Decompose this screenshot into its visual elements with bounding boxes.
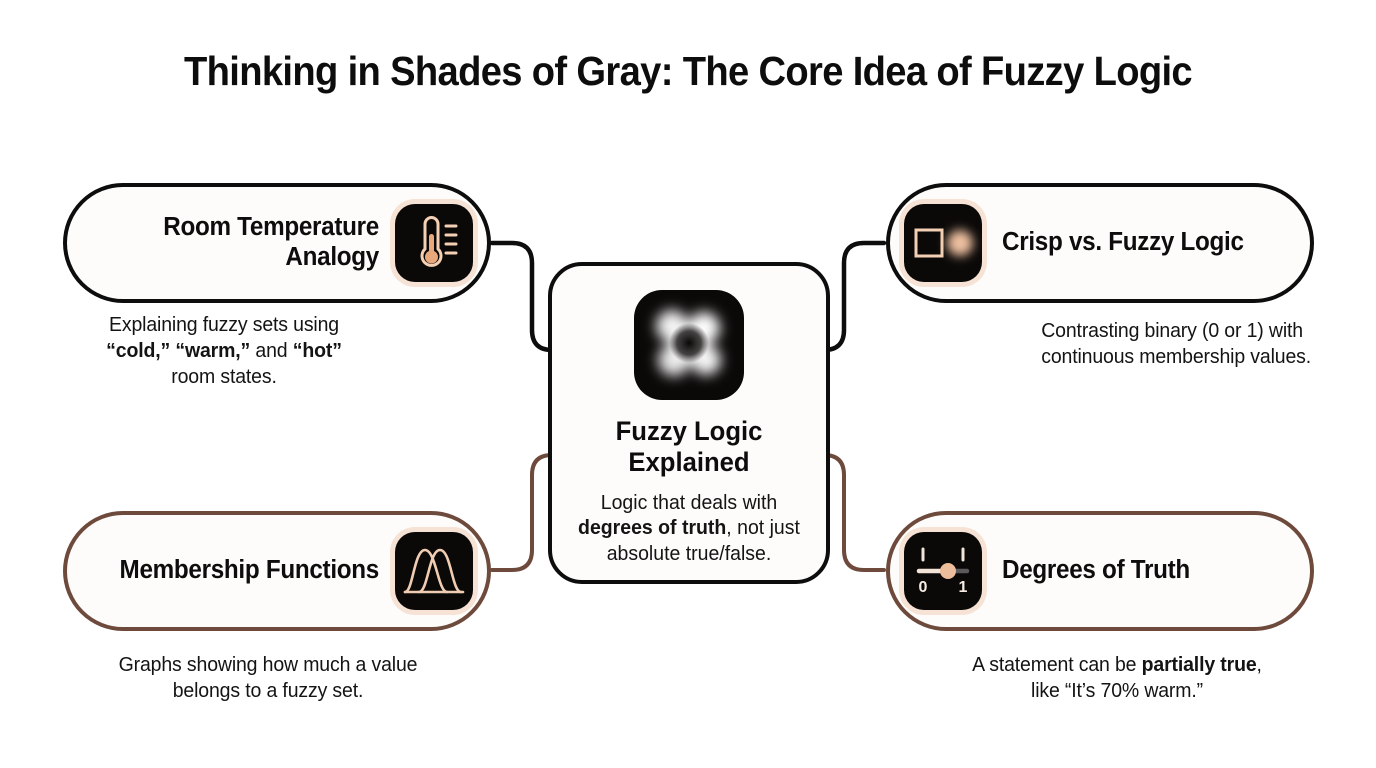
center-node-card[interactable]: Fuzzy Logic Explained Logic that deals w…	[548, 262, 830, 584]
branch-caption-crisp-vs-fuzzy-logic: Contrasting binary (0 or 1) with continu…	[1041, 319, 1312, 369]
branch-card-crisp-vs-fuzzy-logic[interactable]: Crisp vs. Fuzzy Logic	[886, 183, 1314, 303]
branch-card-membership-functions[interactable]: Membership Functions	[63, 511, 491, 631]
branch-title-crisp-vs-fuzzy-logic: Crisp vs. Fuzzy Logic	[1002, 228, 1244, 257]
branch-card-degrees-of-truth[interactable]: 0 1 Degrees of Truth	[886, 511, 1314, 631]
branch-title-room-temperature-analogy: Room Temperature Analogy	[163, 213, 379, 271]
slider-zero-one-icon: 0 1	[904, 532, 982, 610]
center-node-description: Logic that deals with degrees of truth, …	[578, 490, 800, 566]
branch-caption-membership-functions: Graphs showing how much a value belongs …	[118, 653, 418, 703]
slider-min-label: 0	[919, 579, 928, 596]
crisp-vs-fuzzy-icon	[904, 204, 982, 282]
branch-card-room-temperature-analogy[interactable]: Room Temperature Analogy	[63, 183, 491, 303]
slider-max-label: 1	[959, 579, 968, 596]
branch-title-membership-functions: Membership Functions	[119, 556, 380, 585]
branch-caption-degrees-of-truth: A statement can be partially true, like …	[972, 653, 1262, 703]
center-node-title: Fuzzy Logic Explained	[615, 416, 763, 478]
branch-caption-room-temperature-analogy: Explaining fuzzy sets using “cold,” “war…	[106, 313, 342, 389]
fuzzy-blob-icon	[634, 290, 744, 400]
page-title: Thinking in Shades of Gray: The Core Ide…	[183, 48, 1193, 94]
thermometer-icon	[395, 204, 473, 282]
membership-curves-icon	[395, 532, 473, 610]
branch-title-degrees-of-truth: Degrees of Truth	[1002, 556, 1190, 585]
